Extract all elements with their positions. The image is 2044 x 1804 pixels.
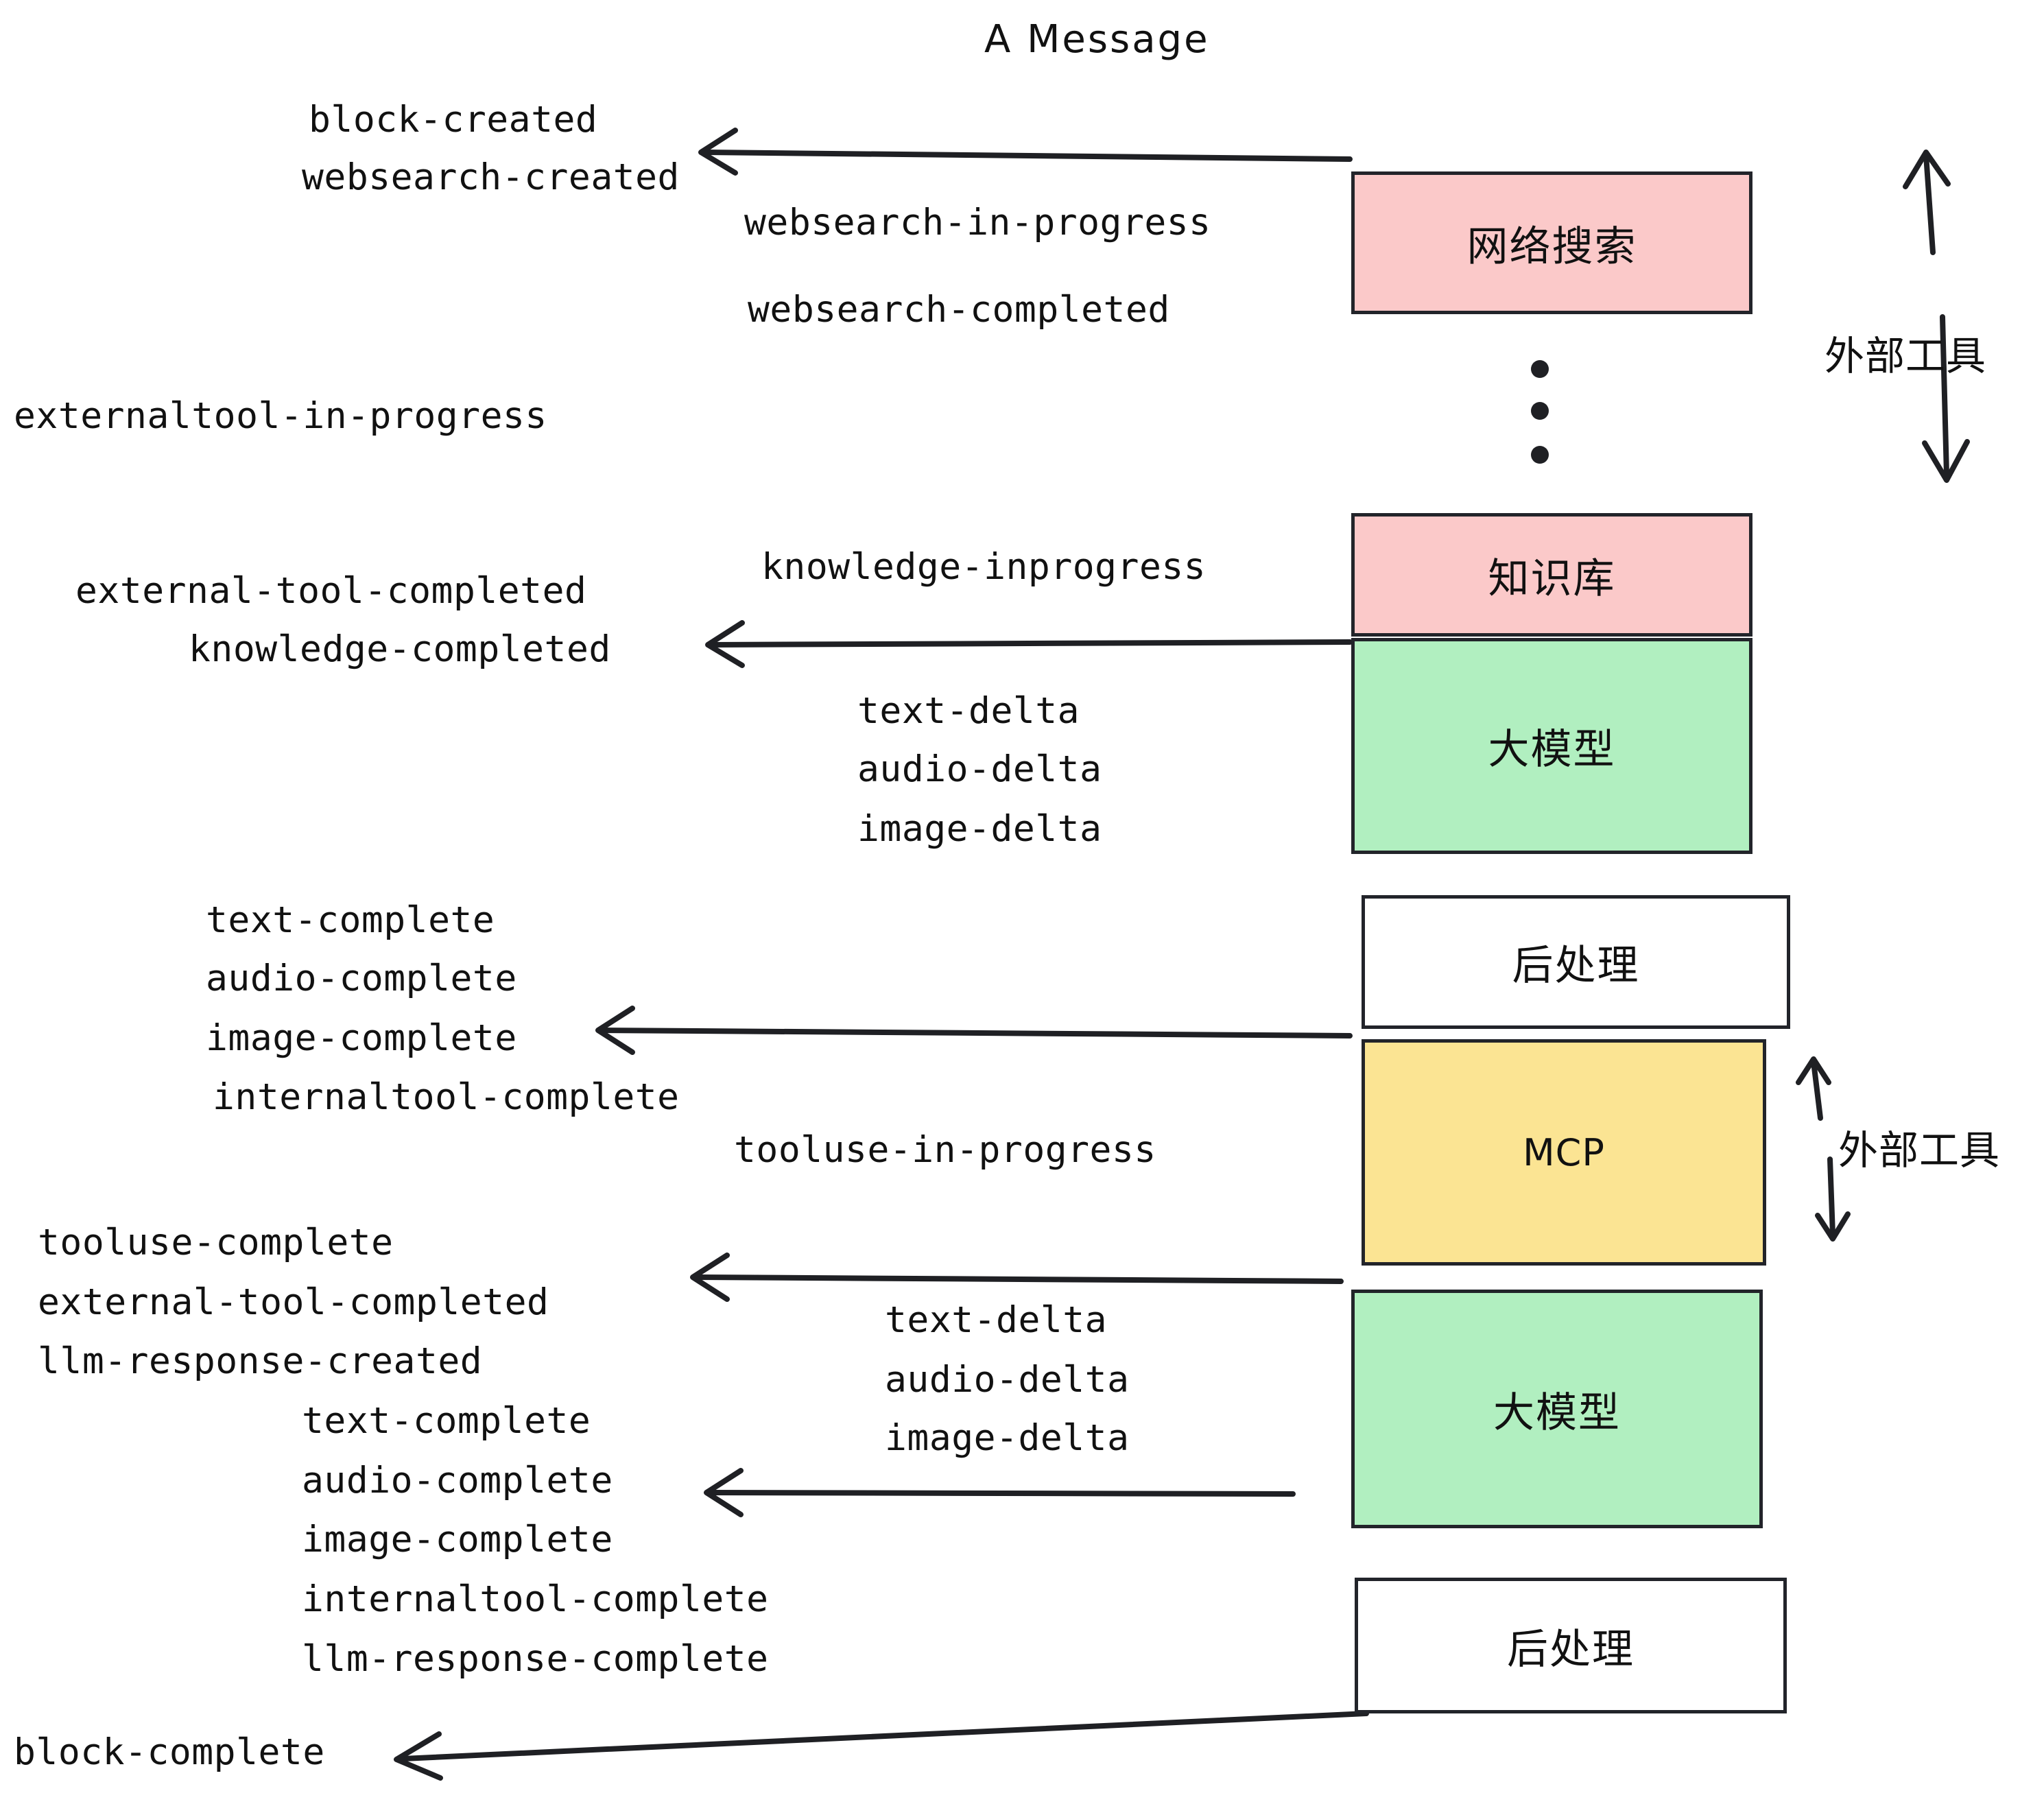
event-label: block-created	[309, 99, 598, 141]
node-label: 网络搜索	[1466, 222, 1637, 271]
node-label: MCP	[1523, 1130, 1605, 1174]
node-box-mcp[interactable]: MCP	[1362, 1039, 1766, 1266]
node-label: 大模型	[1493, 1388, 1621, 1437]
node-label: 后处理	[1512, 942, 1640, 990]
event-label: websearch-in-progress	[744, 202, 1211, 244]
event-label: externaltool-in-progress	[14, 395, 547, 437]
event-label: text-delta	[885, 1299, 1108, 1341]
ellipsis-dot	[1531, 446, 1549, 464]
node-box-llm-1[interactable]: 大模型	[1351, 638, 1752, 854]
event-label: image-complete	[302, 1519, 613, 1560]
event-label: llm-response-created	[38, 1340, 483, 1382]
event-label: audio-complete	[206, 958, 517, 999]
ellipsis-dot	[1531, 360, 1549, 378]
event-label: audio-delta	[857, 748, 1102, 790]
node-box-llm-2[interactable]: 大模型	[1351, 1290, 1763, 1528]
ellipsis-dot	[1531, 402, 1549, 420]
node-box-postprocess-2[interactable]: 后处理	[1355, 1578, 1787, 1713]
event-label: internaltool-complete	[213, 1076, 680, 1118]
event-label: knowledge-inprogress	[761, 546, 1207, 588]
event-label: internaltool-complete	[302, 1578, 769, 1620]
event-label: external-tool-completed	[75, 570, 587, 612]
page-title: A Message	[984, 17, 1210, 62]
event-label: tooluse-in-progress	[734, 1129, 1156, 1171]
event-label: image-delta	[857, 808, 1102, 850]
event-label: text-complete	[206, 899, 495, 941]
node-label: 知识库	[1488, 554, 1616, 603]
event-label: text-complete	[302, 1400, 591, 1442]
external-tool-label-1: 外部工具	[1825, 333, 1987, 379]
event-label: websearch-completed	[748, 289, 1170, 331]
event-label: block-complete	[14, 1731, 325, 1773]
event-label: tooluse-complete	[38, 1222, 394, 1263]
event-label: llm-response-complete	[302, 1638, 769, 1680]
external-tool-label-2: 外部工具	[1838, 1127, 2001, 1174]
event-label: audio-complete	[302, 1460, 613, 1502]
event-label: external-tool-completed	[38, 1281, 549, 1323]
node-label: 大模型	[1488, 726, 1616, 774]
event-label: audio-delta	[885, 1359, 1130, 1401]
event-label: knowledge-completed	[189, 628, 611, 670]
node-box-websearch[interactable]: 网络搜索	[1351, 171, 1752, 314]
event-label: image-delta	[885, 1417, 1130, 1459]
event-label: text-delta	[857, 690, 1080, 732]
node-box-knowledge[interactable]: 知识库	[1351, 513, 1752, 637]
node-label: 后处理	[1507, 1625, 1635, 1674]
event-label: image-complete	[206, 1017, 517, 1059]
event-label: websearch-created	[302, 156, 680, 198]
node-box-postprocess-1[interactable]: 后处理	[1362, 895, 1790, 1029]
